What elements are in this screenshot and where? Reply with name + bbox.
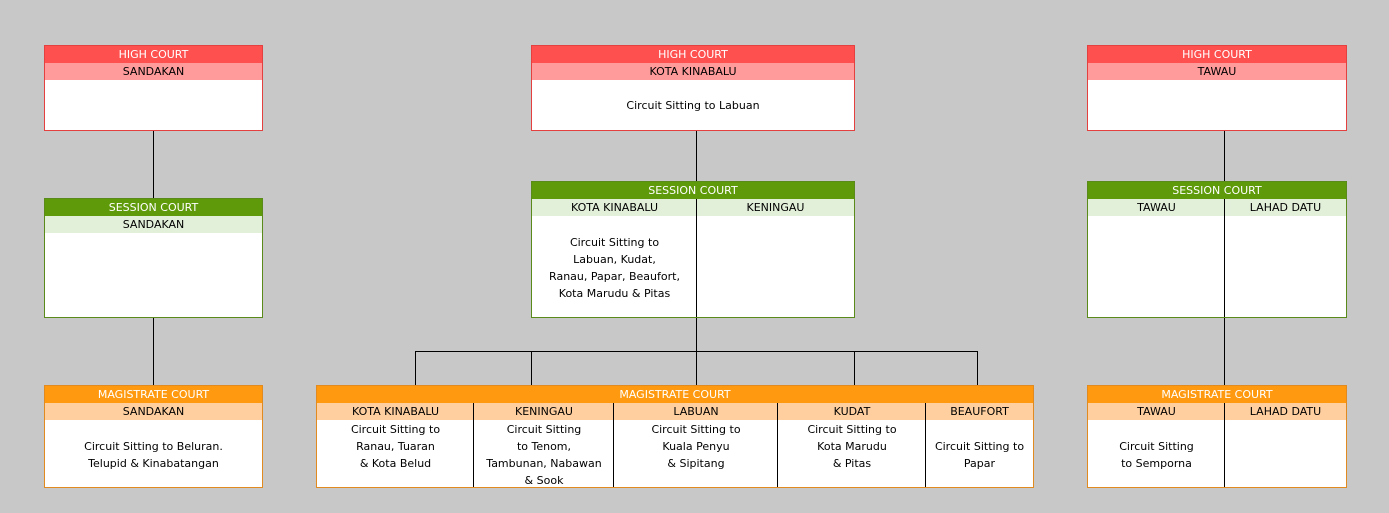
magistrate-col-location: KENINGAU [474,403,614,420]
connector-drop-keningau [531,351,532,385]
left-session-court-location: SANDAKAN [45,216,262,233]
left-magistrate-court-location: SANDAKAN [45,403,262,420]
right-high-court-location: TAWAU [1088,63,1346,80]
connector-center-session-bus [696,318,697,352]
right-session-court-box: SESSION COURT TAWAU LAHAD DATU [1087,181,1347,318]
center-high-court-title: HIGH COURT [532,46,854,63]
right-session-col-lahad-datu: LAHAD DATU [1225,199,1346,317]
column-divider [473,403,474,487]
magistrate-col-note: Circuit Sitting to Kuala Penyu & Sipitan… [651,423,741,470]
right-session-court-title: SESSION COURT [1088,182,1346,199]
magistrate-col-location: BEAUFORT [926,403,1033,420]
right-magistrate-col-location: LAHAD DATU [1225,403,1346,420]
center-session-col-location: KENINGAU [697,199,854,216]
connector-right-session-magistrate [1224,318,1225,385]
center-session-col-kota-kinabalu: KOTA KINABALU Circuit Sitting to Labuan,… [532,199,697,317]
magistrate-col-kudat: KUDAT Circuit Sitting to Kota Marudu & P… [778,403,926,487]
connector-center-high-session [696,131,697,181]
column-divider [1224,403,1225,487]
connector-drop-kota-kinabalu [415,351,416,385]
center-session-court-box: SESSION COURT KOTA KINABALU Circuit Sitt… [531,181,855,318]
left-magistrate-court-box: MAGISTRATE COURT SANDAKAN Circuit Sittin… [44,385,263,488]
center-high-court-location: KOTA KINABALU [532,63,854,80]
right-session-col-location: TAWAU [1088,199,1225,216]
column-divider [925,403,926,487]
magistrate-col-keningau: KENINGAU Circuit Sitting to Tenom, Tambu… [474,403,614,487]
connector-left-session-magistrate [153,318,154,385]
left-magistrate-court-title: MAGISTRATE COURT [45,386,262,403]
connector-drop-labuan [696,351,697,385]
left-high-court-title: HIGH COURT [45,46,262,63]
center-high-court-note: Circuit Sitting to Labuan [626,99,760,112]
column-divider [696,199,697,317]
center-session-court-title: SESSION COURT [532,182,854,199]
right-magistrate-col-location: TAWAU [1088,403,1225,420]
right-magistrate-court-title: MAGISTRATE COURT [1088,386,1346,403]
left-high-court-location: SANDAKAN [45,63,262,80]
connector-drop-kudat [854,351,855,385]
right-magistrate-col-note: Circuit Sitting to Semporna [1119,440,1194,470]
magistrate-col-location: KUDAT [778,403,926,420]
right-magistrate-court-box: MAGISTRATE COURT TAWAU Circuit Sitting t… [1087,385,1347,488]
column-divider [777,403,778,487]
center-session-col-keningau: KENINGAU [697,199,854,317]
right-session-col-tawau: TAWAU [1088,199,1225,317]
magistrate-col-location: KOTA KINABALU [317,403,474,420]
left-session-court-box: SESSION COURT SANDAKAN [44,198,263,318]
magistrate-col-note: Circuit Sitting to Papar [934,440,1025,470]
center-magistrate-court-title: MAGISTRATE COURT [317,386,1033,403]
connector-right-high-session [1224,131,1225,181]
right-magistrate-col-lahad-datu: LAHAD DATU [1225,403,1346,487]
center-session-col-note: Circuit Sitting to Labuan, Kudat, Ranau,… [549,236,680,300]
center-high-court-box: HIGH COURT KOTA KINABALU Circuit Sitting… [531,45,855,131]
magistrate-col-labuan: LABUAN Circuit Sitting to Kuala Penyu & … [614,403,778,487]
right-magistrate-col-tawau: TAWAU Circuit Sitting to Semporna [1088,403,1225,487]
magistrate-col-beaufort: BEAUFORT Circuit Sitting to Papar [926,403,1033,487]
center-magistrate-court-box: MAGISTRATE COURT KOTA KINABALU Circuit S… [316,385,1034,488]
connector-drop-beaufort [977,351,978,385]
column-divider [613,403,614,487]
magistrate-col-note: Circuit Sitting to Tenom, Tambunan, Naba… [486,423,602,487]
right-high-court-title: HIGH COURT [1088,46,1346,63]
magistrate-col-kota-kinabalu: KOTA KINABALU Circuit Sitting to Ranau, … [317,403,474,487]
column-divider [1224,199,1225,317]
magistrate-col-location: LABUAN [614,403,778,420]
right-high-court-box: HIGH COURT TAWAU [1087,45,1347,131]
left-magistrate-court-note: Circuit Sitting to Beluran. Telupid & Ki… [84,440,223,470]
magistrate-col-note: Circuit Sitting to Ranau, Tuaran & Kota … [350,423,441,470]
right-session-col-location: LAHAD DATU [1225,199,1346,216]
left-session-court-title: SESSION COURT [45,199,262,216]
magistrate-col-note: Circuit Sitting to Kota Marudu & Pitas [807,423,897,470]
center-session-col-location: KOTA KINABALU [532,199,697,216]
left-high-court-box: HIGH COURT SANDAKAN [44,45,263,131]
connector-left-high-session [153,131,154,198]
